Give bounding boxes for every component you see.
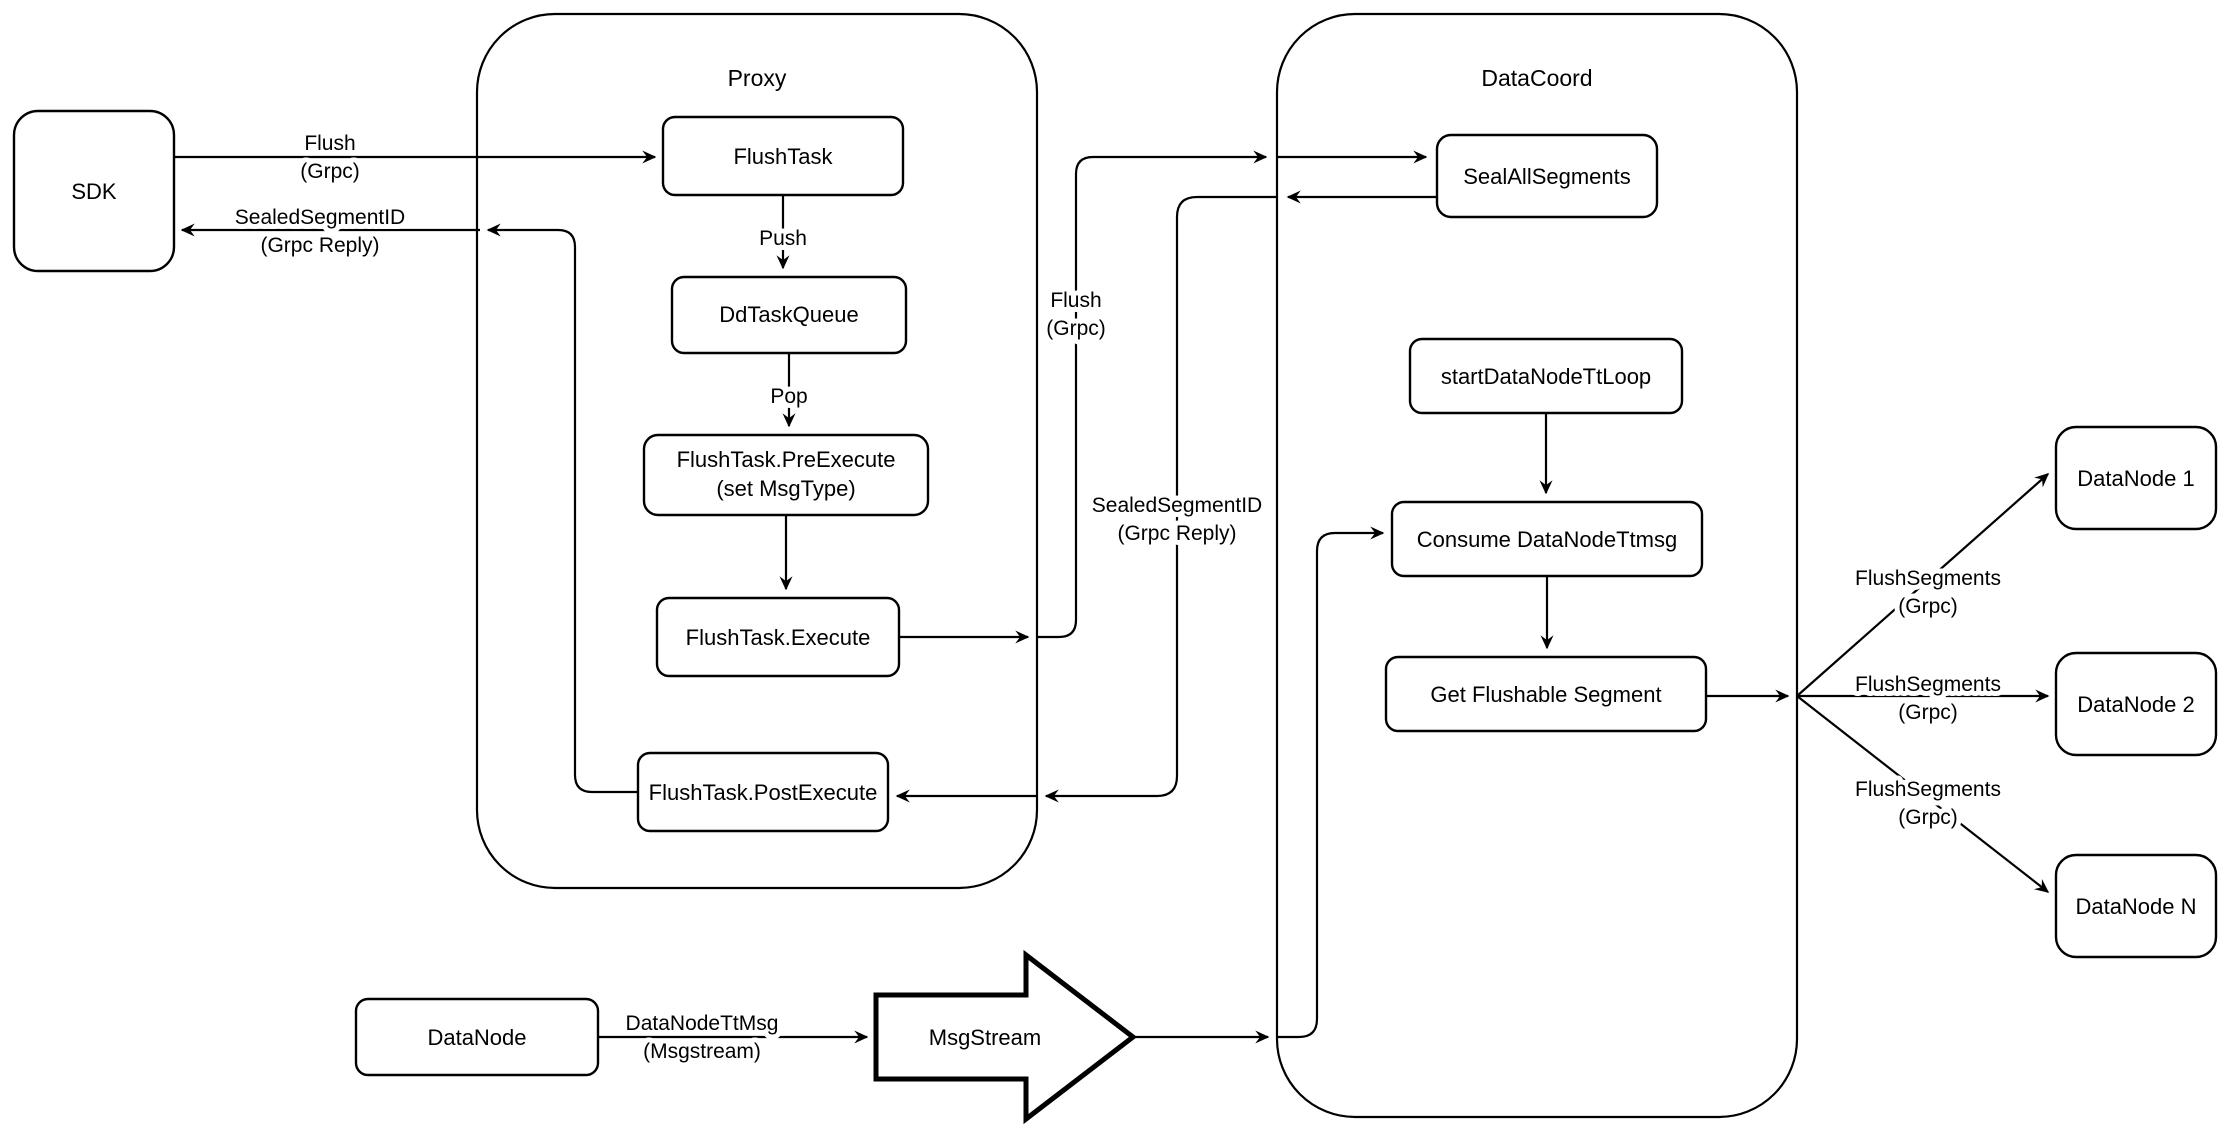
edge-datacoord-edge-to-consume bbox=[1277, 526, 1385, 1039]
msgstream-label: MsgStream bbox=[929, 1025, 1041, 1050]
sdk-reply-line2: (Grpc Reply) bbox=[260, 234, 379, 257]
proxy-container: Proxy bbox=[475, 12, 1039, 890]
node-flushtask-preexecute: FlushTask.PreExecute (set MsgType) bbox=[642, 433, 930, 517]
label-sdk-flush: Flush (Grpc) bbox=[295, 127, 365, 188]
label-push: Push bbox=[759, 227, 807, 250]
preexecute-label-line1: FlushTask.PreExecute bbox=[677, 447, 896, 472]
sdk-label: SDK bbox=[71, 179, 117, 204]
datanode-1-label: DataNode 1 bbox=[2077, 466, 2194, 491]
label-sdk-reply: SealedSegmentID (Grpc Reply) bbox=[230, 201, 410, 262]
datanode-source-label: DataNode bbox=[427, 1025, 526, 1050]
flushsegments-2-line2: (Grpc) bbox=[1898, 701, 1958, 724]
node-flushtask-postexecute: FlushTask.PostExecute bbox=[636, 751, 890, 833]
label-flushsegments-1: FlushSegments (Grpc) bbox=[1850, 562, 2006, 623]
node-flushtask-execute: FlushTask.Execute bbox=[655, 596, 901, 678]
edge-fan-to-datanoden bbox=[1796, 695, 2050, 893]
edge-fan-to-datanode1 bbox=[1796, 473, 2050, 697]
node-consume-datanodettmsg: Consume DataNodeTtmsg bbox=[1390, 500, 1704, 578]
mid-flush-line1: Flush bbox=[1050, 289, 1101, 312]
flushsegments-3-line1: FlushSegments bbox=[1855, 778, 2001, 801]
sealallsegments-label: SealAllSegments bbox=[1463, 164, 1631, 189]
execute-label: FlushTask.Execute bbox=[686, 625, 871, 650]
label-mid-reply: SealedSegmentID (Grpc Reply) bbox=[1087, 489, 1267, 550]
sdk-flush-line2: (Grpc) bbox=[300, 160, 360, 183]
sdk-reply-line1: SealedSegmentID bbox=[235, 206, 405, 229]
ddtaskqueue-label: DdTaskQueue bbox=[719, 302, 858, 327]
datacoord-container-title: DataCoord bbox=[1481, 65, 1592, 91]
node-get-flushable-segment: Get Flushable Segment bbox=[1384, 655, 1708, 733]
mid-reply-line2: (Grpc Reply) bbox=[1117, 522, 1236, 545]
flushsegments-1-line2: (Grpc) bbox=[1898, 595, 1958, 618]
flushsegments-3-line2: (Grpc) bbox=[1898, 806, 1958, 829]
flushsegments-2-line1: FlushSegments bbox=[1855, 673, 2001, 696]
preexecute-label-line2: (set MsgType) bbox=[716, 476, 855, 501]
label-datanodettmsg: DataNodeTtMsg (Msgstream) bbox=[621, 1007, 784, 1068]
datacoord-container: DataCoord bbox=[1275, 12, 1799, 1119]
proxy-container-title: Proxy bbox=[728, 65, 787, 91]
label-pop: Pop bbox=[770, 385, 807, 408]
mid-reply-line1: SealedSegmentID bbox=[1092, 494, 1262, 517]
datanode-n-label: DataNode N bbox=[2075, 894, 2196, 919]
node-sdk: SDK bbox=[12, 109, 176, 273]
datanode-2-label: DataNode 2 bbox=[2077, 692, 2194, 717]
edge-proxy-edge-to-datacoord-edge bbox=[1037, 150, 1268, 639]
label-flushsegments-2: FlushSegments (Grpc) bbox=[1850, 668, 2006, 729]
node-datanode-n: DataNode N bbox=[2054, 853, 2218, 959]
msgstream-block-arrow: MsgStream bbox=[873, 949, 1138, 1125]
get-flushable-segment-label: Get Flushable Segment bbox=[1430, 682, 1661, 707]
label-flushsegments-3: FlushSegments (Grpc) bbox=[1850, 773, 2006, 834]
mid-flush-line2: (Grpc) bbox=[1046, 317, 1106, 340]
node-flushtask: FlushTask bbox=[661, 115, 905, 197]
postexecute-label: FlushTask.PostExecute bbox=[649, 780, 878, 805]
node-sealallsegments: SealAllSegments bbox=[1435, 133, 1659, 219]
node-ddtaskqueue: DdTaskQueue bbox=[670, 275, 908, 355]
startdatanodettloop-label: startDataNodeTtLoop bbox=[1441, 364, 1651, 389]
label-mid-flush: Flush (Grpc) bbox=[1041, 284, 1111, 345]
datanodettmsg-line2: (Msgstream) bbox=[643, 1040, 761, 1063]
node-datanode-2: DataNode 2 bbox=[2054, 651, 2218, 757]
edge-datacoord-edge-to-proxy-edge-reply bbox=[1044, 195, 1277, 803]
node-datanode-source: DataNode bbox=[354, 997, 600, 1077]
node-startdatanodettloop: startDataNodeTtLoop bbox=[1408, 337, 1684, 415]
consume-datanodettmsg-label: Consume DataNodeTtmsg bbox=[1417, 527, 1677, 552]
sdk-flush-line1: Flush bbox=[304, 132, 355, 155]
flushsegments-1-line1: FlushSegments bbox=[1855, 567, 2001, 590]
node-datanode-1: DataNode 1 bbox=[2054, 425, 2218, 531]
flushtask-label: FlushTask bbox=[733, 144, 833, 169]
edge-postexecute-to-proxy-edge bbox=[486, 223, 638, 794]
datanodettmsg-line1: DataNodeTtMsg bbox=[626, 1012, 779, 1035]
